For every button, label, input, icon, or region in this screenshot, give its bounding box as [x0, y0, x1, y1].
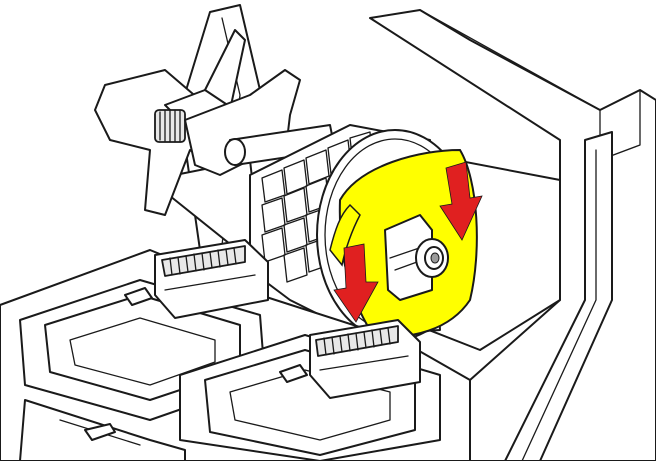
roller-left	[154, 239, 269, 319]
tray-tabs	[84, 287, 308, 441]
arrow-down-icon	[333, 243, 379, 323]
print-tray	[0, 249, 471, 461]
holder-knob	[154, 109, 186, 143]
label-strip	[261, 131, 373, 283]
guide-lock	[384, 214, 449, 301]
arrow-down-icon	[439, 161, 483, 241]
roller-right	[309, 319, 421, 399]
